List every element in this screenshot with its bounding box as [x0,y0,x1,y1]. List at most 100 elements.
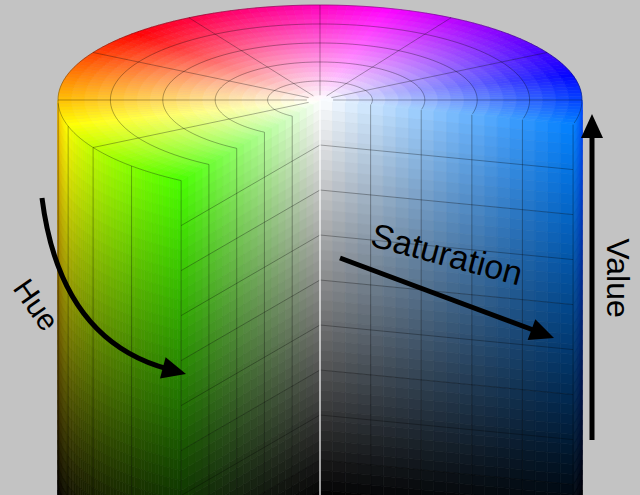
color-cell [173,429,177,440]
color-cell [98,180,100,191]
color-cell [155,214,159,225]
color-cell [138,428,141,439]
color-cell [170,228,174,239]
color-cell [170,198,174,209]
color-cell [159,325,163,336]
color-cell [119,161,122,172]
color-cell [135,397,138,408]
color-cell [114,478,117,489]
color-cell [138,198,141,209]
color-cell [135,457,138,468]
color-cell [85,412,87,423]
color-cell [125,254,128,265]
color-cell [138,258,141,269]
color-cell [170,218,174,229]
color-cell [87,293,89,304]
color-cell [105,434,108,445]
color-cell [103,283,106,294]
color-cell [114,418,117,429]
color-cell [145,291,148,302]
color-cell [100,302,103,313]
color-cell [141,409,144,420]
color-cell [98,200,100,211]
color-cell [125,364,128,375]
color-cell [135,297,138,308]
color-cell [173,449,177,460]
color-cell [135,317,138,328]
color-cell [108,216,111,227]
color-cell [119,201,122,212]
color-cell [85,242,87,253]
color-cell [141,469,144,480]
color-cell [85,332,87,343]
color-cell [95,349,97,360]
color-cell [95,409,97,420]
color-cell [159,465,163,476]
color-cell [98,480,100,491]
color-cell [95,309,97,320]
color-cell [152,223,156,234]
color-cell [122,232,125,243]
color-cell [111,287,114,298]
color-cell [177,310,181,321]
color-cell [114,228,117,239]
color-cell [138,228,141,239]
color-cell [103,373,106,384]
color-cell [155,484,159,495]
color-cell [114,248,117,259]
color-cell [114,178,117,189]
color-cell [100,232,103,243]
color-cell [114,368,117,379]
color-cell [138,408,141,419]
color-cell [141,169,144,180]
color-cell [159,285,163,296]
color-cell [95,259,97,270]
color-cell [108,226,111,237]
color-cell [138,488,141,495]
color-cell [173,379,177,390]
color-cell [141,249,144,260]
color-cell [100,312,103,323]
color-cell [145,401,148,412]
color-cell [111,207,114,218]
color-cell [105,354,108,365]
color-cell [138,458,141,469]
color-cell [85,252,87,263]
color-cell [152,473,156,484]
color-cell [114,168,117,179]
color-cell [125,304,128,315]
color-cell [100,442,103,453]
color-cell [152,433,156,444]
color-cell [85,202,87,213]
color-cell [114,398,117,409]
color-cell [108,266,111,277]
color-cell [111,447,114,458]
color-cell [141,269,144,280]
color-cell [145,211,148,222]
color-cell [105,384,108,395]
color-cell [141,429,144,440]
color-cell [152,483,156,494]
color-cell [148,452,151,463]
color-cell [152,313,156,324]
color-cell [155,224,159,235]
color-cell [119,221,122,232]
color-cell [108,306,111,317]
color-cell [87,363,89,374]
color-cell [170,468,174,479]
color-cell [89,215,91,226]
color-cell [122,482,125,493]
color-cell [177,180,181,191]
color-cell [116,380,119,391]
color-cell [108,156,111,167]
color-cell [114,278,117,289]
color-cell [166,207,170,218]
color-cell [105,214,108,225]
color-cell [108,446,111,457]
color-cell [111,417,114,428]
color-cell [89,285,91,296]
color-cell [138,278,141,289]
color-cell [135,417,138,428]
color-cell [148,342,151,353]
color-cell [85,472,87,483]
